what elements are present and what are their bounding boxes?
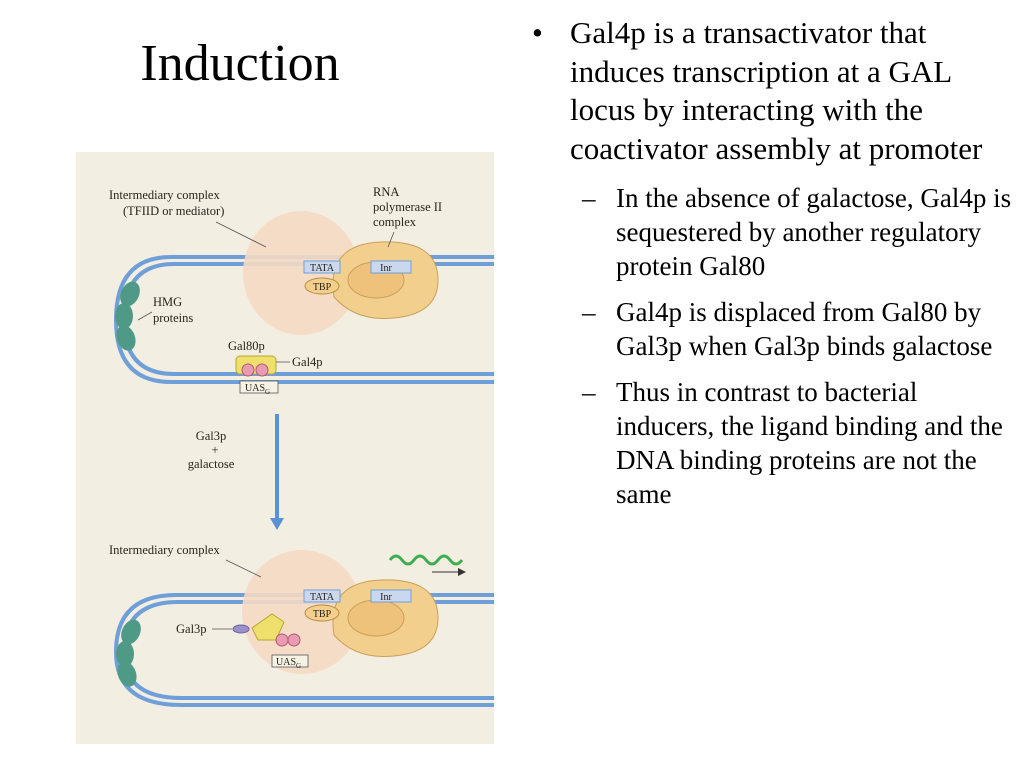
inr-box-bottom [370, 589, 412, 603]
hmg-protein-1 [120, 281, 140, 307]
tata-box-top [303, 260, 341, 274]
rna-pol-label-1: RNA [373, 185, 399, 199]
rna-pol-label-2: polymerase II [373, 200, 442, 214]
hmg-leader-line [137, 311, 153, 321]
slide-title: Induction [140, 35, 340, 92]
gal3p-shape [232, 624, 250, 634]
tbp-top [304, 277, 340, 295]
intermediary-leader-line-top [215, 221, 267, 248]
main-bullet: • Gal4p is a transactivator that induces… [524, 14, 1020, 511]
hmg-protein-bottom-1 [121, 619, 141, 645]
induction-diagram: TATA Inr TBP Intermediary complex (TFIID… [76, 152, 494, 744]
hmg-label-2: proteins [153, 311, 193, 325]
uas-label-bottom: UASG [276, 657, 301, 670]
tata-label-bottom: TATA [310, 592, 335, 603]
inr-label-bottom: Inr [380, 592, 392, 603]
induction-arrow-head [270, 518, 284, 530]
bottom-panel: TATA Inr TBP Intermediary complex Gal3p [109, 543, 494, 707]
intermediary-complex-bottom [242, 550, 362, 674]
gal4p-bottom-domain-2 [287, 633, 301, 647]
uas-label-top: UASG [245, 383, 270, 396]
gal3p-label-middle: Gal3p [196, 429, 227, 443]
sub-bullet-text: In the absence of galactose, Gal4p is se… [616, 183, 1012, 281]
top-panel: TATA Inr TBP Intermediary complex (TFIID… [109, 185, 494, 396]
uas-box-bottom [271, 654, 309, 668]
sub-bullet-marker: – [582, 183, 596, 213]
gal4p-label: Gal4p [292, 355, 323, 369]
gal4p-domain-2 [255, 363, 269, 377]
hmg-protein-3 [116, 325, 136, 351]
dna-bottom-outer-strand [113, 593, 494, 707]
sub-bullet-3: – Thus in contrast to bacterial inducers… [570, 375, 1020, 511]
middle-panel: Gal3p + galactose [188, 414, 284, 530]
rna-pol-leader-line [387, 231, 395, 248]
induction-figure: TATA Inr TBP Intermediary complex (TFIID… [76, 152, 494, 744]
sub-bullet-text: Thus in contrast to bacterial inducers, … [616, 377, 1003, 509]
rna-polymerase-lobe-bottom [347, 599, 405, 637]
inr-box-top [370, 260, 412, 274]
sub-bullet-list: – In the absence of galactose, Gal4p is … [570, 181, 1020, 511]
hmg-protein-bottom-3 [117, 661, 137, 687]
bullet-list: • Gal4p is a transactivator that induces… [524, 14, 1020, 523]
intermediary-label-top-1: Intermediary complex [109, 188, 220, 202]
hmg-protein-bottom-2 [116, 641, 134, 667]
intermediary-label-top-2: (TFIID or mediator) [123, 204, 224, 218]
transcription-arrow-head [458, 568, 466, 576]
plus-sign: + [211, 443, 218, 457]
gal4p-domain-1 [241, 363, 255, 377]
tbp-bottom [304, 604, 340, 622]
sub-bullet-marker: – [582, 297, 596, 327]
mrna-transcript-icon [388, 554, 464, 566]
rna-pol-label-3: complex [373, 215, 417, 229]
galactose-label: galactose [188, 457, 235, 471]
hmg-label-1: HMG [153, 295, 182, 309]
tbp-label-top: TBP [313, 282, 332, 293]
sub-bullet-1: – In the absence of galactose, Gal4p is … [570, 181, 1020, 283]
gal4p-bottom-domain-1 [275, 633, 289, 647]
sub-bullet-text: Gal4p is displaced from Gal80 by Gal3p w… [616, 297, 993, 361]
sub-bullet-2: – Gal4p is displaced from Gal80 by Gal3p… [570, 295, 1020, 363]
gal3p-label-bottom: Gal3p [176, 622, 207, 636]
hmg-protein-2 [115, 303, 133, 329]
uas-box-top [239, 380, 279, 394]
inr-label-top: Inr [380, 263, 392, 274]
main-bullet-text: Gal4p is a transactivator that induces t… [570, 15, 983, 166]
gal80p-label: Gal80p [228, 339, 265, 353]
intermediary-complex-top [243, 211, 359, 335]
intermediary-label-bottom: Intermediary complex [109, 543, 220, 557]
intermediary-leader-line-bottom [225, 559, 262, 578]
sub-bullet-marker: – [582, 377, 596, 407]
tata-label-top: TATA [310, 263, 335, 274]
gal80p-bottom-shape [251, 613, 285, 641]
tata-box-bottom [303, 589, 341, 603]
tbp-label-bottom: TBP [313, 609, 332, 620]
bullet-marker: • [532, 15, 543, 50]
